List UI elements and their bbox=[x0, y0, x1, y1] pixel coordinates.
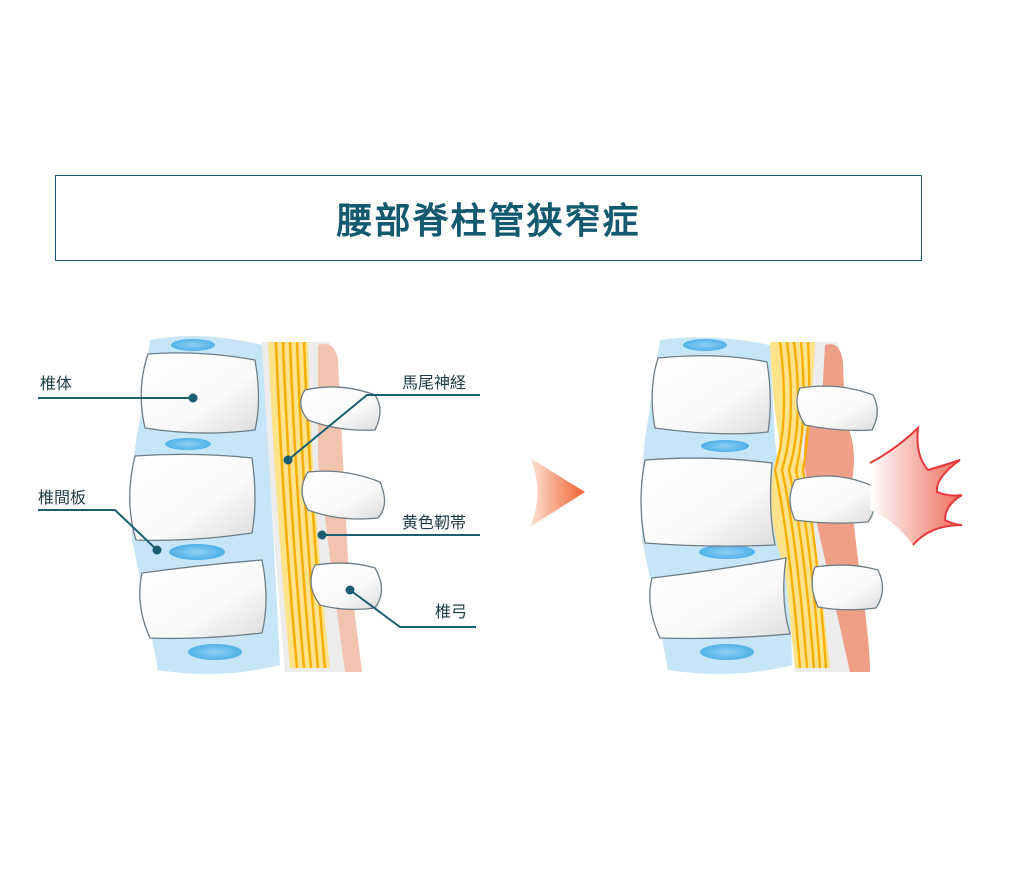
leader-lines bbox=[38, 394, 480, 628]
label-ligamentum-flavum: 黄色靭帯 bbox=[402, 513, 467, 532]
arrow-icon bbox=[530, 458, 585, 527]
page-title: 腰部脊柱管狭窄症 bbox=[336, 201, 641, 242]
leader-dots bbox=[152, 393, 355, 595]
stenosis-spine bbox=[640, 337, 963, 674]
title-box: 腰部脊柱管狭窄症 bbox=[55, 175, 922, 261]
label-intervertebral-disc: 椎間板 bbox=[38, 488, 87, 507]
vertebral-bodies bbox=[129, 352, 267, 640]
label-cauda-equina: 馬尾神経 bbox=[402, 373, 467, 392]
label-vertebral-arch: 椎弓 bbox=[435, 602, 468, 621]
pain-burst-icon bbox=[870, 428, 962, 545]
vertebral-arches bbox=[300, 386, 386, 611]
disc-nuclei bbox=[165, 339, 242, 660]
label-vertebral-body: 椎体 bbox=[40, 374, 73, 393]
normal-spine bbox=[129, 336, 386, 674]
